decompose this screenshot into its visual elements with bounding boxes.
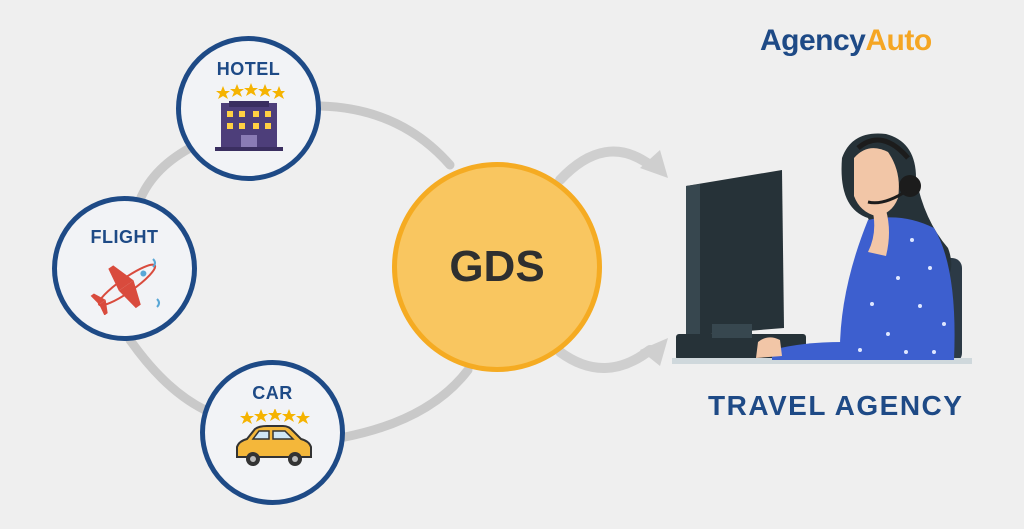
- connector-hotel-flight: [133, 143, 195, 210]
- car-label: CAR: [252, 383, 293, 403]
- brand-logo: AgencyAuto: [760, 24, 932, 58]
- travel-agency-label: TRAVEL AGENCY: [708, 390, 964, 421]
- airplane-icon: [90, 258, 160, 315]
- gds-label: GDS: [449, 242, 545, 291]
- hotel-label: HOTEL: [216, 59, 281, 79]
- connector-flight-car: [125, 335, 210, 415]
- gds-node: GDS: [392, 162, 602, 372]
- arrow-head-top: [640, 150, 668, 178]
- agent-at-computer-illustration: [672, 133, 972, 364]
- arrow-gds-to-agency-bottom: [555, 345, 655, 373]
- flight-label: FLIGHT: [90, 227, 159, 247]
- car-node: CAR: [200, 360, 345, 505]
- connector-car-gds: [340, 365, 473, 442]
- hotel-node: HOTEL: [176, 36, 321, 181]
- arrow-head-bottom: [640, 338, 668, 366]
- flight-node: FLIGHT: [52, 196, 197, 341]
- car-icon: [236, 409, 312, 466]
- brand-name-part1: Agency: [760, 24, 866, 57]
- connector-hotel-gds: [315, 101, 455, 170]
- brand-name-part2: Auto: [865, 24, 932, 57]
- arrow-gds-to-agency-top: [555, 146, 655, 185]
- hotel-icon: [215, 83, 285, 151]
